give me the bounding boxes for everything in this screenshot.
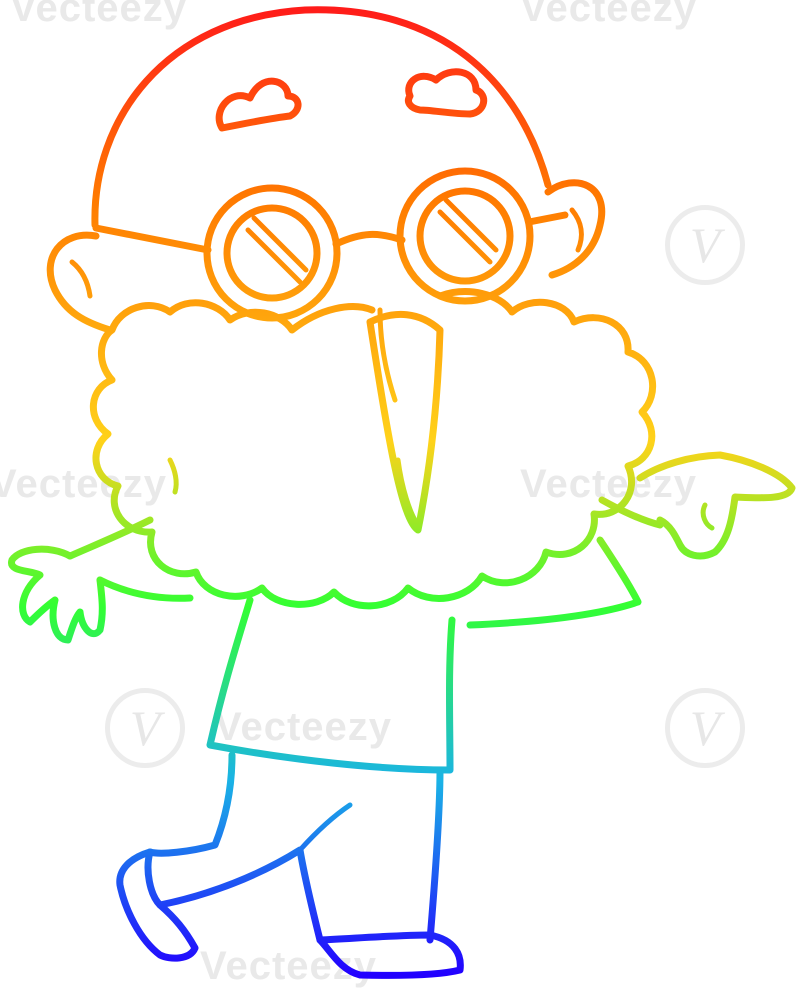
- watermark-text: Vecteezy: [215, 705, 393, 749]
- beard-outline: [89, 288, 657, 610]
- glasses-bridge: [332, 230, 406, 248]
- left-glasses-inner: [223, 204, 321, 302]
- right-glasses-inner: [416, 187, 514, 285]
- left-arm: [66, 516, 194, 602]
- right-ear-inner: [569, 207, 584, 253]
- mouth-tongue: [395, 457, 419, 525]
- right-hand-pointing: [636, 451, 796, 560]
- left-ear-inner: [69, 259, 93, 299]
- glasses-arm-left: [92, 224, 212, 254]
- watermark-badge-icon: V: [665, 688, 745, 768]
- pants-inner-seam: [297, 802, 353, 853]
- left-shoe: [116, 848, 199, 962]
- watermark-text: Vecteezy: [0, 462, 168, 506]
- watermark-text: Vecteezy: [520, 0, 698, 30]
- glasses-arm-right: [525, 211, 569, 226]
- pants-outline: [144, 751, 444, 944]
- lens-shine: [245, 197, 499, 285]
- watermark-badge-icon: V: [665, 205, 745, 285]
- right-shoe: [316, 931, 464, 979]
- head-outline: [91, 6, 552, 229]
- watermark-badge-icon: V: [105, 688, 185, 768]
- right-ear: [544, 179, 606, 279]
- left-eyebrow: [215, 77, 302, 132]
- shirt-outline: [206, 596, 456, 774]
- left-ear: [46, 231, 114, 334]
- watermark-text: Vecteezy: [10, 0, 188, 30]
- right-arm: [466, 496, 664, 629]
- beard-tuft: [167, 457, 179, 495]
- right-hand-finger: [700, 502, 715, 531]
- left-hand: [8, 545, 106, 644]
- watermark-text: Vecteezy: [520, 462, 698, 506]
- mouth-outline: [366, 310, 444, 534]
- right-eyebrow: [405, 68, 488, 118]
